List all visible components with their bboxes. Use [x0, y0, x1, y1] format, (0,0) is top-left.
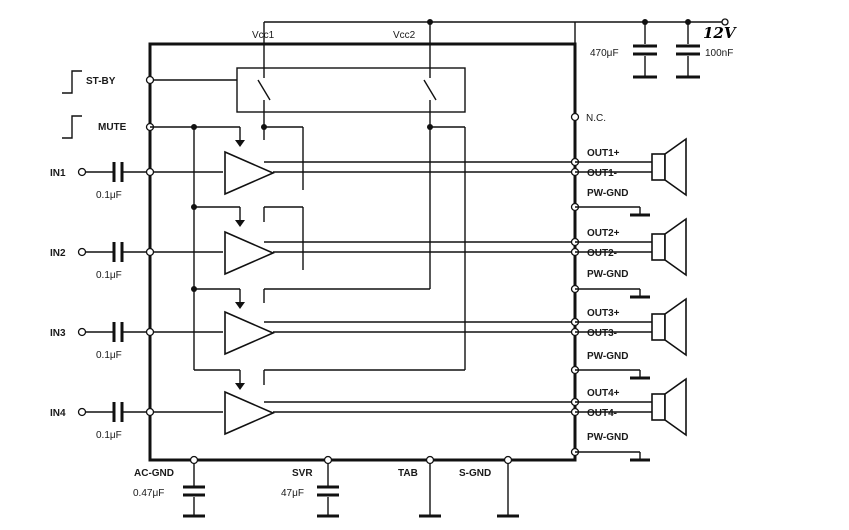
- speaker-1-icon: [651, 137, 687, 197]
- pwgnd-1-label: PW-GND: [587, 188, 628, 199]
- speaker-3-icon: [651, 297, 687, 357]
- supply-voltage-label: 12V: [703, 24, 737, 42]
- input-2-cap-label: 0.1μF: [96, 270, 122, 281]
- nc-pin: [570, 112, 580, 122]
- out4-minus-label: OUT4-: [587, 408, 617, 419]
- out1-plus-label: OUT1+: [587, 148, 620, 159]
- standby-pin: [145, 75, 155, 85]
- vcc1-label: Vcc1: [252, 30, 275, 41]
- acgnd-circuit: [183, 455, 205, 518]
- amplifier-1: [224, 150, 275, 196]
- out2-minus-label: OUT2-: [587, 248, 617, 259]
- output-wiring: [264, 161, 575, 413]
- input-1-cap-label: 0.1μF: [96, 190, 122, 201]
- power-ground-symbols: [575, 206, 650, 462]
- input-1-label: IN1: [50, 168, 66, 179]
- mute-step-icon: [62, 115, 82, 139]
- speaker-wiring: [575, 161, 652, 413]
- bulk-capacitor: [633, 22, 657, 79]
- out3-minus-label: OUT3-: [587, 328, 617, 339]
- input-channel-3: [77, 322, 223, 342]
- acgnd-label: AC-GND: [134, 468, 174, 479]
- input-3-label: IN3: [50, 328, 66, 339]
- input-channel-2: [77, 242, 223, 262]
- standby-step-icon: [62, 70, 82, 94]
- speaker-4-icon: [651, 377, 687, 437]
- acgnd-cap-label: 0.47μF: [133, 488, 164, 499]
- speaker-2-icon: [651, 217, 687, 277]
- tab-pin: [419, 455, 441, 518]
- out2-plus-label: OUT2+: [587, 228, 620, 239]
- svr-cap-label: 47μF: [281, 488, 304, 499]
- input-channel-1: [77, 162, 223, 182]
- standby-switch-block: [236, 67, 466, 113]
- vcc2-label: Vcc2: [393, 30, 416, 41]
- input-4-label: IN4: [50, 408, 66, 419]
- pwgnd-4-label: PW-GND: [587, 432, 628, 443]
- out1-minus-label: OUT1-: [587, 168, 617, 179]
- sgnd-label: S-GND: [459, 468, 491, 479]
- amplifier-3: [224, 310, 275, 356]
- internal-wiring: [150, 124, 466, 390]
- nc-label: N.C.: [586, 113, 606, 124]
- input-3-cap-label: 0.1μF: [96, 350, 122, 361]
- bypass-capacitor-label: 100nF: [705, 48, 733, 59]
- vcc-rail: [263, 18, 729, 44]
- amplifier-4: [224, 390, 275, 436]
- input-4-cap-label: 0.1μF: [96, 430, 122, 441]
- input-channel-4: [77, 402, 223, 422]
- pwgnd-2-label: PW-GND: [587, 269, 628, 280]
- bulk-capacitor-label: 470μF: [590, 48, 619, 59]
- input-2-label: IN2: [50, 248, 66, 259]
- svr-circuit: [317, 455, 339, 518]
- standby-switch-1: [257, 44, 271, 127]
- standby-label: ST-BY: [86, 76, 116, 87]
- out4-plus-label: OUT4+: [587, 388, 620, 399]
- bypass-capacitor: [676, 22, 700, 79]
- mute-label: MUTE: [98, 122, 127, 133]
- svr-label: SVR: [292, 468, 313, 479]
- sgnd-pin: [497, 455, 519, 518]
- out3-plus-label: OUT3+: [587, 308, 620, 319]
- amplifier-2: [224, 230, 275, 276]
- tab-label: TAB: [398, 468, 418, 479]
- pwgnd-3-label: PW-GND: [587, 351, 628, 362]
- standby-switch-2: [423, 44, 437, 127]
